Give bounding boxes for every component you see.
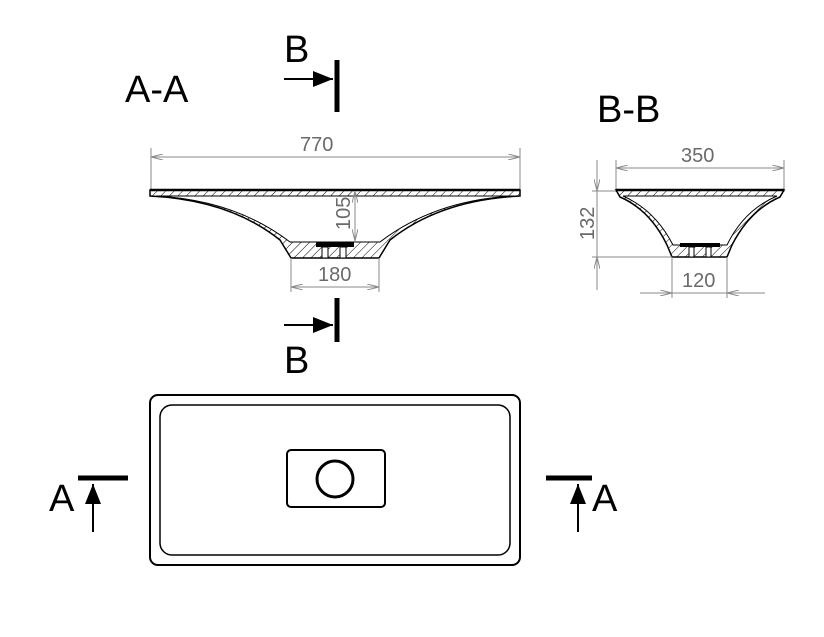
section-bb-label: B-B: [597, 89, 660, 131]
svg-text:A: A: [592, 478, 618, 520]
cut-marker-a-left: A: [49, 475, 128, 532]
drain-hole: [315, 459, 355, 499]
dimension-bb-base: 120: [640, 257, 765, 298]
svg-text:A: A: [49, 478, 75, 520]
cut-marker-a-right: A: [546, 475, 618, 532]
svg-text:B: B: [284, 29, 309, 71]
svg-text:132: 132: [577, 207, 599, 240]
svg-text:180: 180: [318, 264, 351, 286]
section-aa: A-A 770 105 180 B: [125, 29, 521, 382]
section-aa-label: A-A: [125, 69, 189, 111]
plan-view: A A: [49, 394, 618, 566]
cut-marker-b-bottom: B: [284, 298, 340, 382]
svg-text:105: 105: [333, 197, 355, 230]
dimension-bb-height: 132: [577, 160, 672, 290]
svg-text:350: 350: [681, 145, 714, 167]
dimension-aa-width: 770: [150, 134, 521, 192]
svg-text:120: 120: [682, 270, 715, 292]
drain-area: [286, 449, 386, 508]
dimension-aa-base: 180: [290, 258, 380, 292]
cut-marker-b-top: B: [284, 29, 340, 112]
dimension-bb-width: 350: [615, 145, 785, 192]
svg-text:770: 770: [300, 134, 333, 156]
svg-text:B: B: [284, 340, 309, 382]
section-bb: B-B 350 132 120: [577, 89, 786, 298]
dimension-aa-depth: 105: [333, 191, 355, 241]
